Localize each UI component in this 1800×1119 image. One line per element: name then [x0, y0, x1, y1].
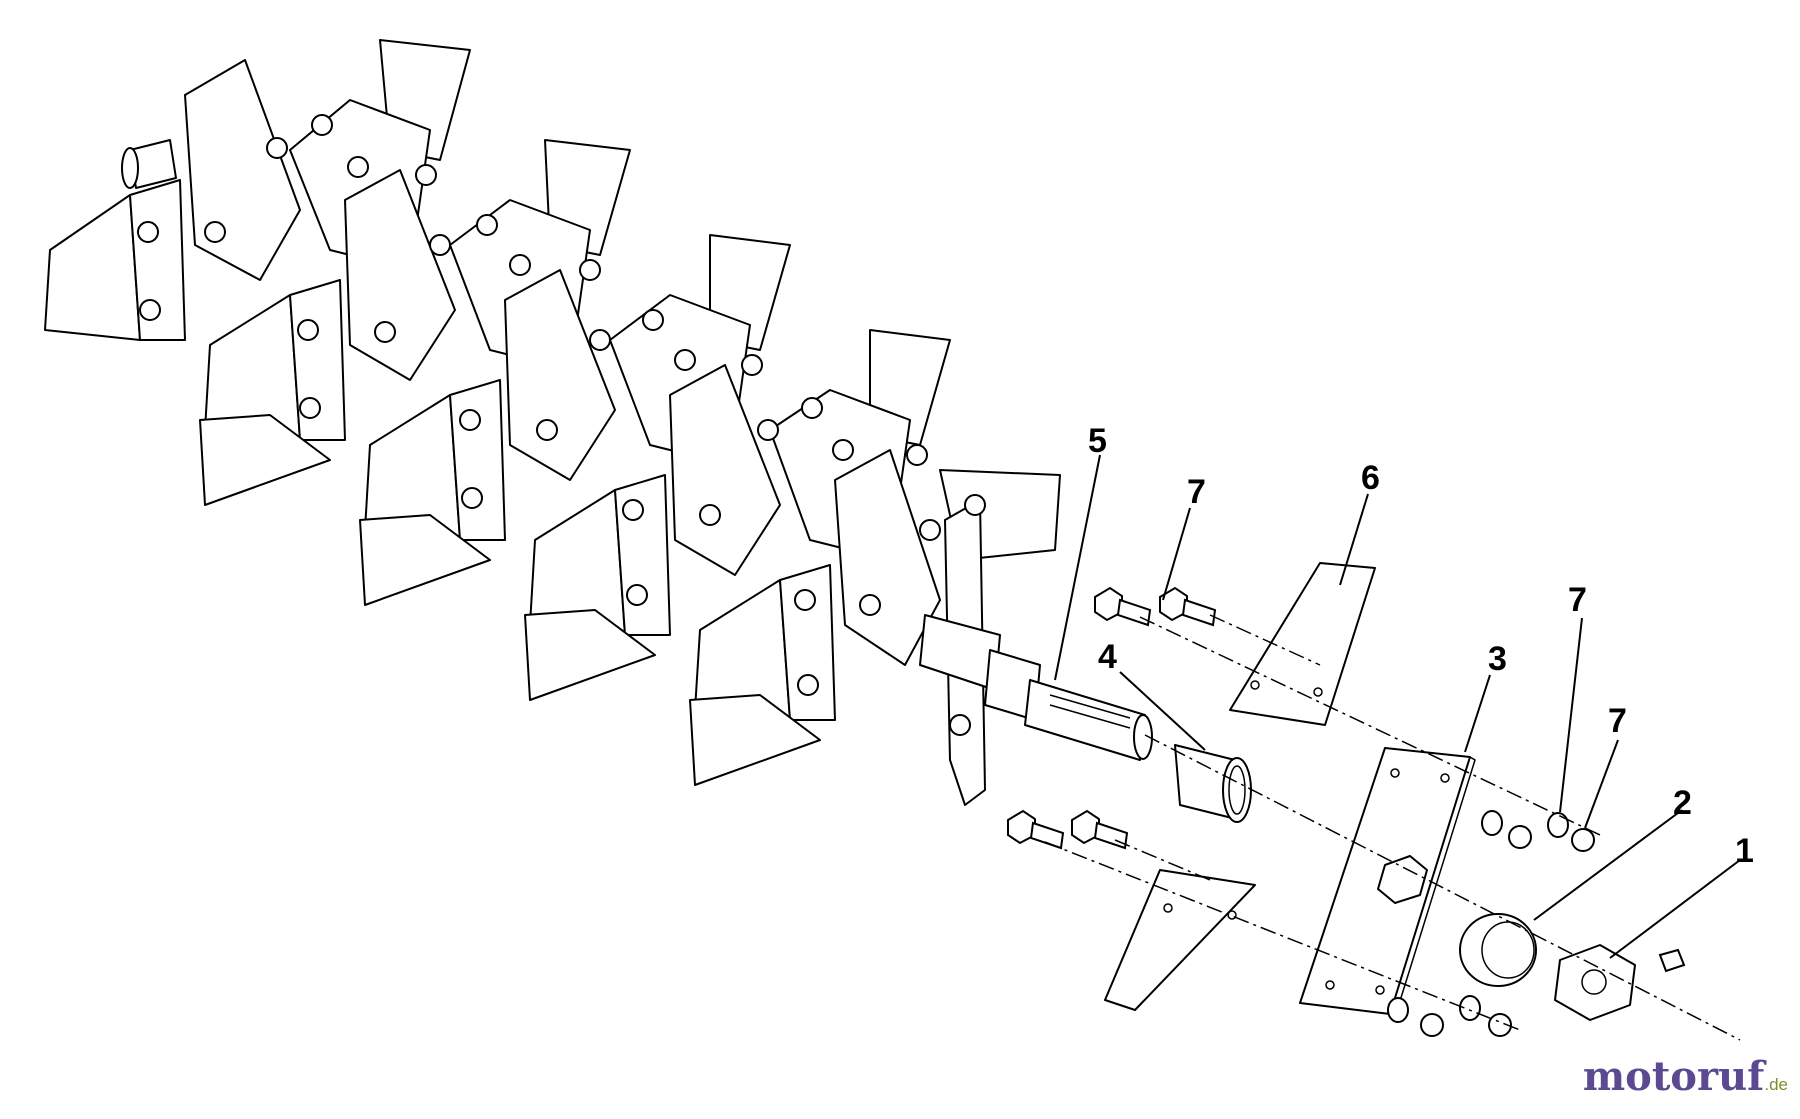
callout-2: 2 — [1673, 784, 1692, 822]
callout-4: 4 — [1098, 638, 1117, 676]
blade-group-2 — [199, 139, 631, 506]
washer-upper-1 — [1481, 810, 1503, 836]
watermark-logo: motoruf.de — [1583, 1053, 1788, 1100]
callout-7-upper: 7 — [1187, 473, 1206, 511]
locking-collar — [1554, 944, 1636, 1021]
callout-7-right-b: 7 — [1608, 702, 1627, 740]
callout-1: 1 — [1735, 832, 1754, 870]
washer-lower-1 — [1387, 997, 1409, 1023]
nut-lower-2 — [1488, 1013, 1512, 1037]
watermark-tld: .de — [1764, 1075, 1788, 1094]
bolt-upper-right — [1159, 586, 1217, 627]
shaft-end — [121, 139, 177, 189]
callout-6: 6 — [1361, 459, 1380, 497]
main-shaft — [919, 614, 1153, 761]
callout-3: 3 — [1488, 640, 1507, 678]
nut-upper-2 — [1571, 828, 1595, 852]
exploded-hardware — [1007, 562, 1741, 1041]
nut-lower-1 — [1420, 1013, 1444, 1037]
watermark-brand: motoruf — [1582, 1053, 1765, 1100]
bolt-upper-left — [1094, 586, 1152, 627]
washer-upper-2 — [1547, 812, 1569, 838]
bearing-plate — [1299, 747, 1476, 1019]
lower-mounting-bracket — [1104, 869, 1256, 1011]
blade-group-1 — [44, 39, 471, 341]
upper-mounting-bracket — [1229, 562, 1376, 726]
callout-7-right-a: 7 — [1568, 581, 1587, 619]
bolt-lower-right — [1071, 809, 1129, 850]
bolt-lower-left — [1007, 809, 1065, 850]
washer-lower-2 — [1459, 995, 1481, 1021]
sleeve-bushing — [1174, 744, 1252, 823]
rotor-assembly — [44, 39, 1153, 806]
callouts: 5 7 6 4 3 7 7 2 1 — [1054, 422, 1754, 959]
callout-5: 5 — [1088, 422, 1107, 460]
nut-upper-1 — [1508, 825, 1532, 849]
alignment-lines — [1044, 614, 1741, 1041]
bearing — [1459, 913, 1537, 987]
set-screw — [1658, 948, 1686, 973]
